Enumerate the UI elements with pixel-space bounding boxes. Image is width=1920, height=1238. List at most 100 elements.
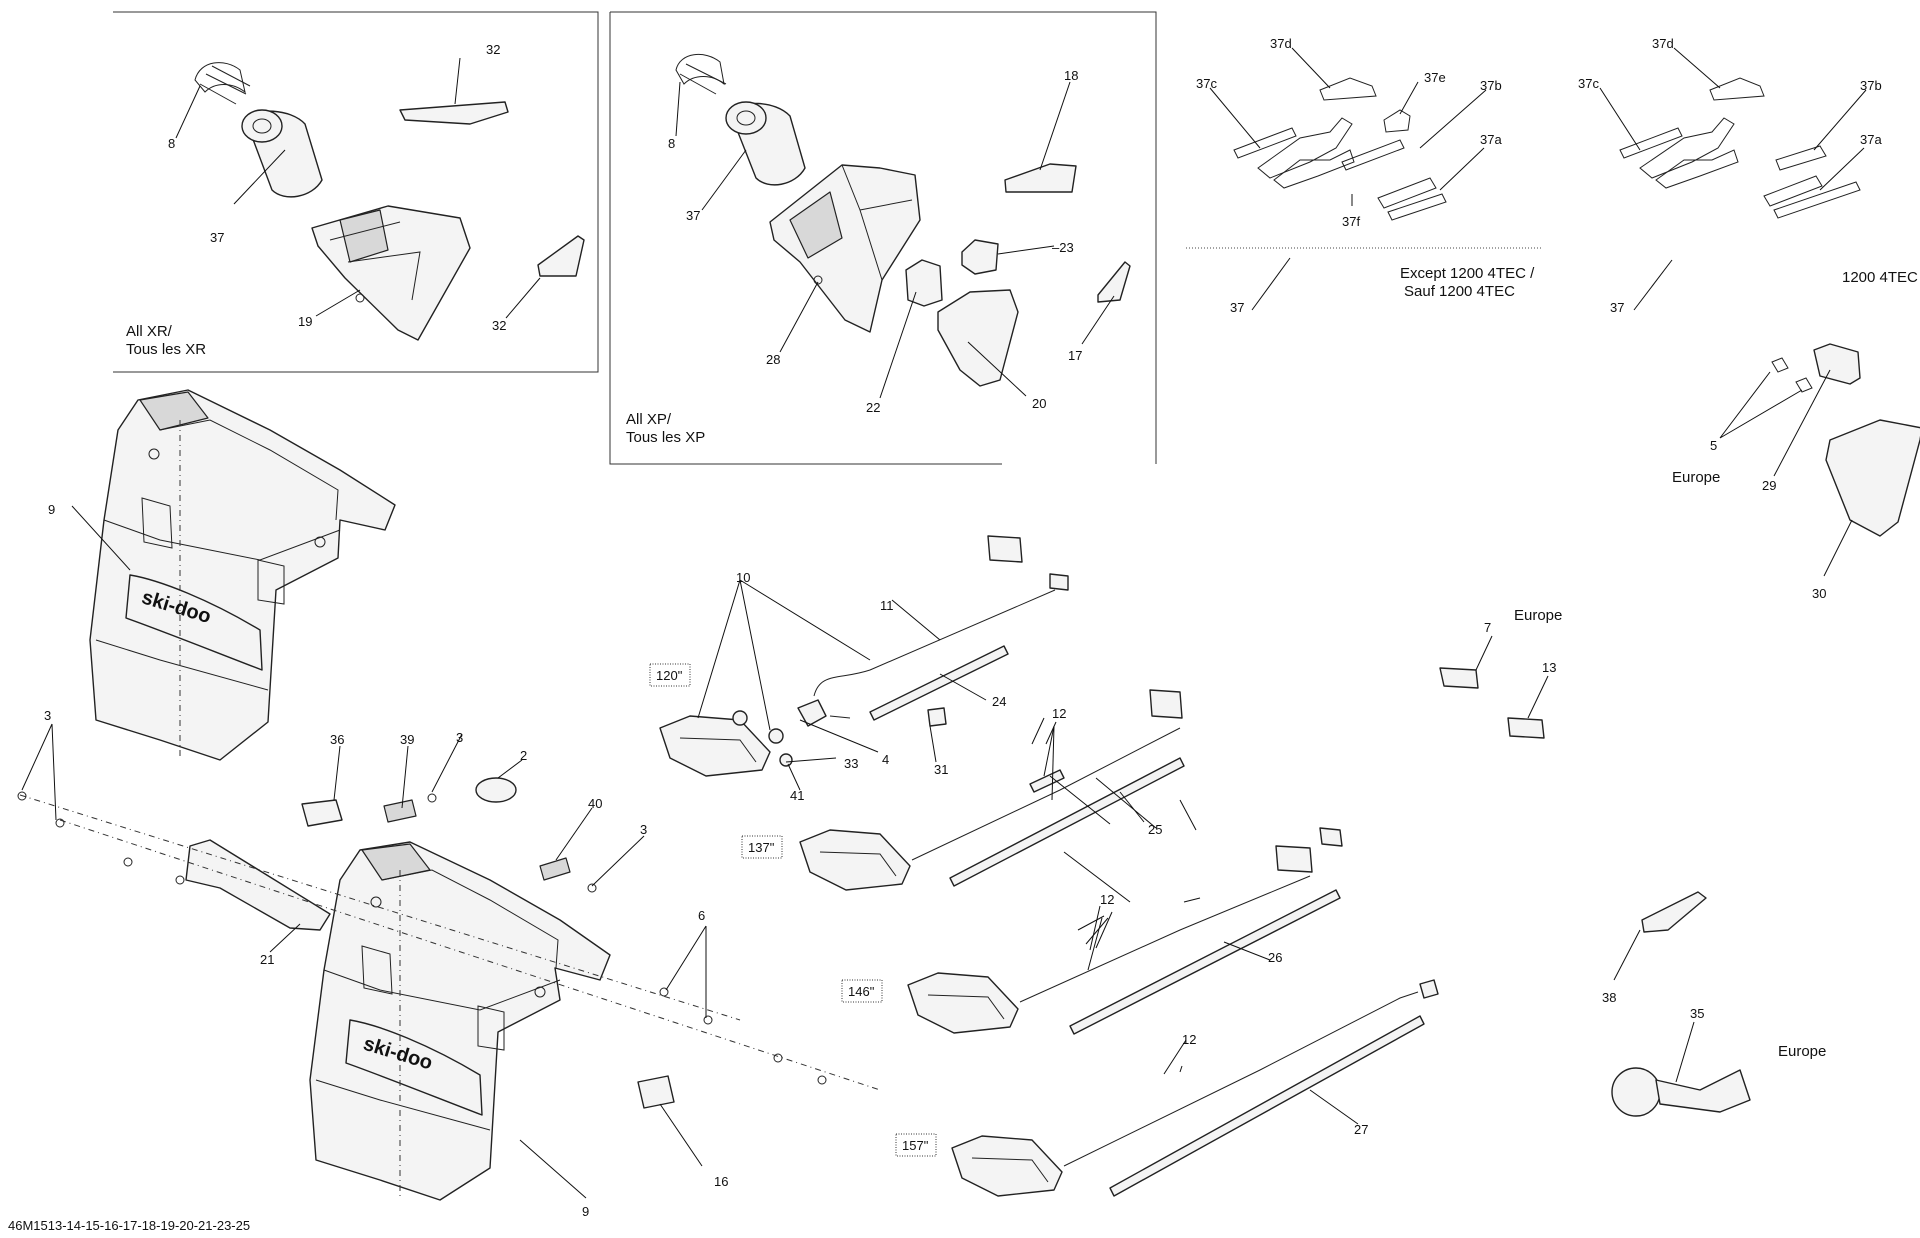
label-10: 10 [736,570,750,585]
track-box-137: 137" [741,835,783,859]
light-assembly-137 [799,689,1185,891]
track-box-146: 146" [841,979,883,1003]
label-29: 29 [1762,478,1776,493]
emblem-2 [475,777,517,803]
label-8-xr: 8 [168,136,175,151]
decal-small-xr [537,235,585,277]
decal-40 [539,857,571,881]
decal-strip-xr [399,101,509,125]
label-37-except: 37 [1230,300,1244,315]
label-37e-left: 37e [1424,70,1446,85]
label-9-lower: 9 [582,1204,589,1219]
light-assembly-157 [951,979,1439,1197]
label-23: –23 [1052,240,1074,255]
reflector-29 [1771,343,1861,393]
note-all-xp-line2: Tous les XP [626,429,705,446]
horn-35 [1611,1067,1751,1117]
track-label-146: 146" [848,984,875,999]
clip-part-xp [675,54,727,95]
note-europe-decals: Europe [1514,607,1562,624]
note-except-line1: Except 1200 4TEC / [1400,265,1535,282]
label-18: 18 [1064,68,1078,83]
label-3-left: 3 [44,708,51,723]
label-3-middle: 3 [456,730,463,745]
label-37-xp: 37 [686,208,700,223]
airbox-part-xp [769,164,921,333]
decal-36 [301,799,343,827]
fasteners [17,791,881,1091]
decal-13 [1507,717,1545,739]
label-25: 25 [1148,822,1162,837]
drawing-code: 46M1513-14-15-16-17-18-19-20-21-23-25 [8,1218,250,1233]
label-26: 26 [1268,950,1282,965]
foam-22 [905,259,943,307]
label-37c-left: 37c [1196,76,1217,91]
foam-20 [937,289,1019,387]
decal-7 [1439,667,1479,689]
label-35: 35 [1690,1006,1704,1021]
label-32-top: 32 [486,42,500,57]
label-37-xr: 37 [210,230,224,245]
label-12-b: 12 [1100,892,1114,907]
label-12-a: 12 [1052,706,1066,721]
label-16: 16 [714,1174,728,1189]
label-37b-left: 37b [1480,78,1502,93]
label-37-1200: 37 [1610,300,1624,315]
label-37b-right: 37b [1860,78,1882,93]
label-30: 30 [1812,586,1826,601]
kit-37-except [1233,77,1447,221]
note-all-xr-line1: All XR/ [126,323,173,340]
note-1200-4tec: 1200 4TEC [1842,269,1918,286]
leader-lines [21,47,1867,1199]
track-box-157: 157" [895,1133,937,1157]
decal-18-xp [1004,163,1077,193]
label-38: 38 [1602,990,1616,1005]
bracket-21 [185,839,331,931]
front-panel-lower [309,841,611,1201]
label-36: 36 [330,732,344,747]
note-all-xp-line1: All XP/ [626,411,672,428]
label-7: 7 [1484,620,1491,635]
front-panel-upper [89,389,396,761]
label-24: 24 [992,694,1006,709]
clip-part-xr [194,62,251,105]
inset-frame-xr [113,11,599,373]
part-labels: 8 37 32 19 32 8 37 18 –23 17 28 22 20 37… [44,36,1918,1219]
label-33: 33 [844,756,858,771]
filter-part-xr [241,109,323,198]
label-11: 11 [880,598,894,613]
reflector-30 [1825,419,1920,537]
label-2: 2 [520,748,527,763]
label-27: 27 [1354,1122,1368,1137]
label-8-xp: 8 [668,136,675,151]
track-label-120: 120" [656,668,683,683]
decal-16 [637,1075,675,1109]
inset-frame-xp [609,11,1157,465]
track-label-137: 137" [748,840,775,855]
label-19: 19 [298,314,312,329]
label-32-bottom: 32 [492,318,506,333]
label-39: 39 [400,732,414,747]
track-box-120: 120" [649,663,691,687]
label-37c-right: 37c [1578,76,1599,91]
label-37f-left: 37f [1342,214,1360,229]
label-28: 28 [766,352,780,367]
filter-part-xp [725,101,806,186]
airbox-part-xr [311,205,471,341]
label-40: 40 [588,796,602,811]
label-3-right: 3 [640,822,647,837]
label-13: 13 [1542,660,1556,675]
label-12-c: 12 [1182,1032,1196,1047]
decal-38 [1641,891,1707,933]
label-5: 5 [1710,438,1717,453]
label-17: 17 [1068,348,1082,363]
label-31: 31 [934,762,948,777]
light-assembly-146 [907,827,1343,1035]
kit-37-1200 [1619,77,1861,219]
track-label-157: 157" [902,1138,929,1153]
foam-23 [961,239,999,275]
label-20: 20 [1032,396,1046,411]
note-except-line2: Sauf 1200 4TEC [1404,283,1515,300]
